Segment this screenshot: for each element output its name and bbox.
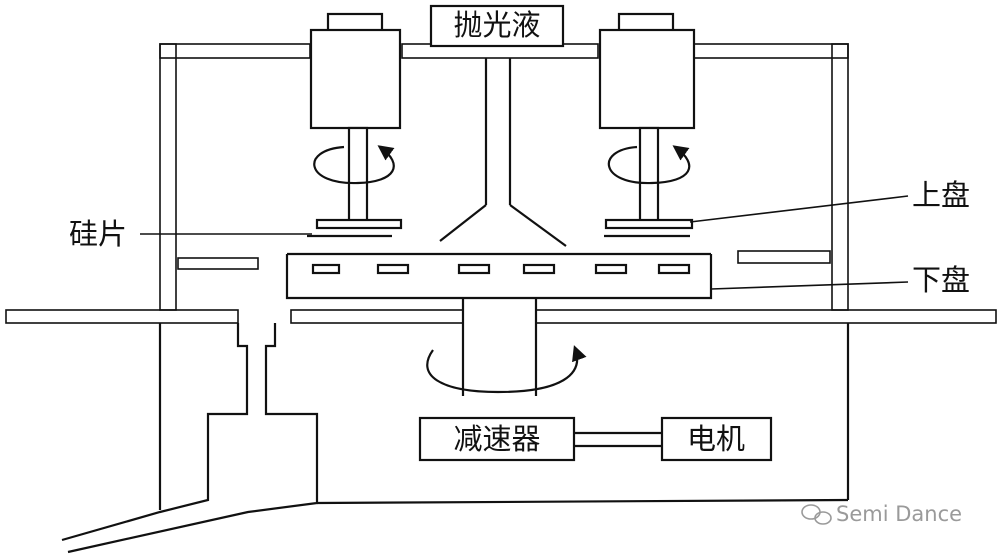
motor-label: 电机 (687, 422, 745, 456)
wechat-icon (801, 504, 832, 525)
lower-plate (285, 252, 713, 300)
polishing-liquid-feed: 抛光液 (429, 4, 567, 247)
watermark-text: Semi Dance (836, 502, 962, 526)
callouts: 硅片 上盘 下盘 (69, 178, 970, 297)
lower-plate-label: 下盘 (912, 263, 970, 297)
reducer-box (418, 416, 576, 462)
reducer-label: 减速器 (453, 422, 540, 456)
reducer-motor: 减速器 电机 (418, 416, 773, 462)
motor-box (660, 416, 773, 462)
enclosure (159, 43, 849, 311)
watermark: Semi Dance (801, 502, 962, 526)
right-polishing-head (598, 12, 696, 238)
lower-cabinet (158, 323, 850, 510)
upper-plate-label: 上盘 (912, 178, 970, 212)
wafer-label: 硅片 (69, 217, 127, 251)
left-polishing-head (307, 12, 403, 238)
drain-channel (61, 323, 319, 554)
base-floor (5, 309, 997, 324)
drive-shaft (426, 298, 587, 396)
polishing-liquid-label: 抛光液 (453, 8, 540, 42)
